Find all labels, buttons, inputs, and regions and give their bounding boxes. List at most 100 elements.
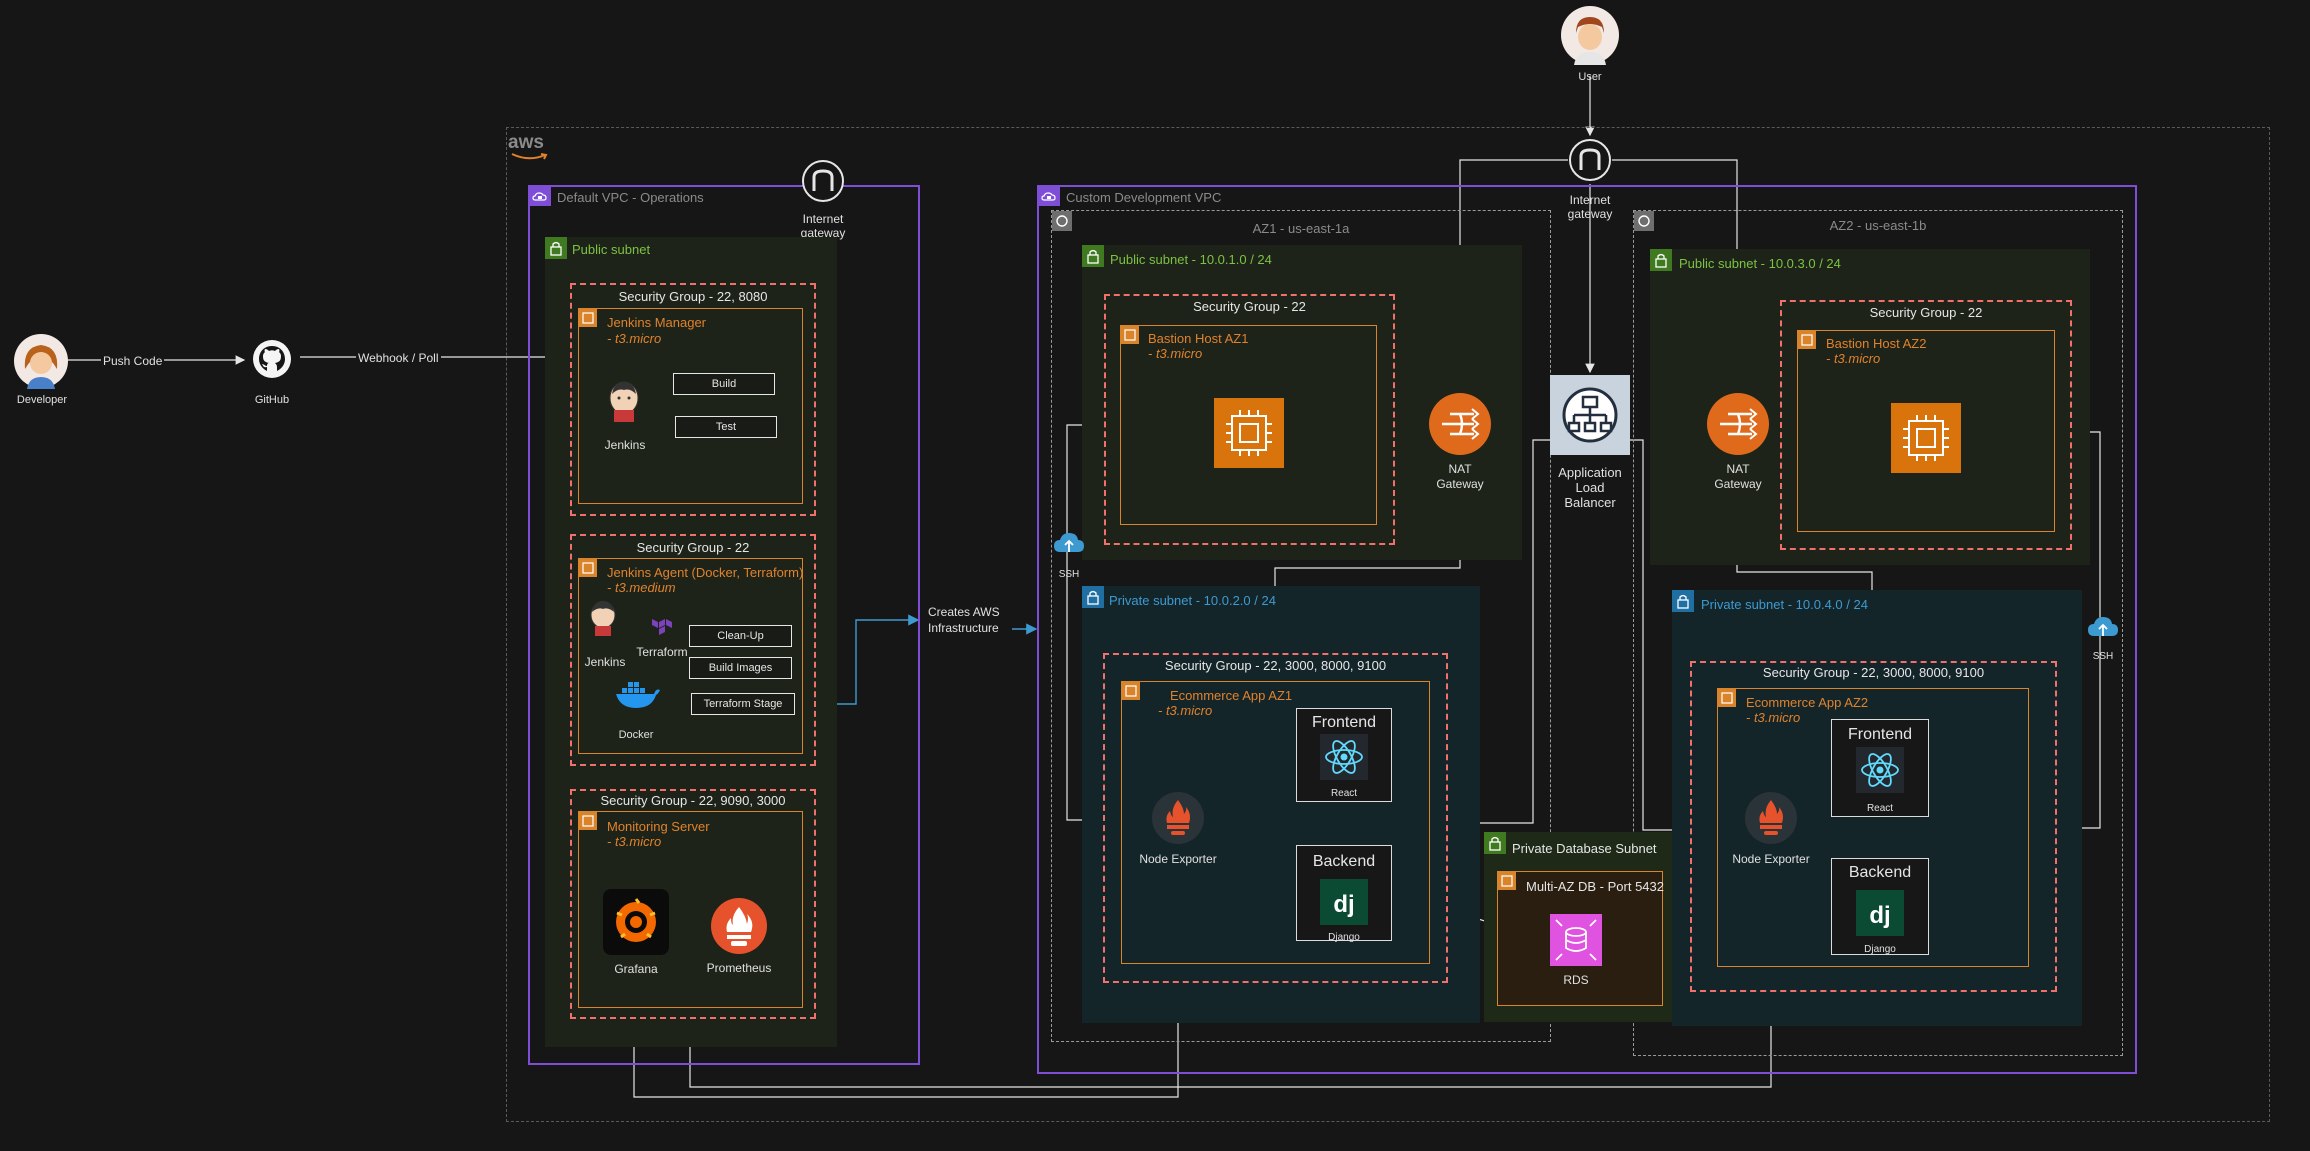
az1-title: AZ1 - us-east-1a (1252, 221, 1350, 236)
rds-label: RDS (1563, 973, 1589, 987)
react-icon (1320, 734, 1368, 785)
grafana-icon (603, 889, 669, 960)
az1-bastion-security-group (1104, 294, 1395, 545)
lock-icon (545, 237, 567, 264)
alb-label-2: Load (1575, 480, 1605, 495)
react-az2-label: React (1866, 803, 1894, 814)
alb-label-1: Application (1558, 465, 1622, 480)
igw-custom-label-1: Internet (1569, 193, 1611, 207)
prometheus-label: Prometheus (706, 961, 772, 975)
react-icon (1856, 747, 1904, 798)
terraform-arrow (818, 614, 920, 705)
lock-icon (1082, 586, 1104, 613)
az1-private-subnet (1082, 586, 1480, 1023)
jenkins-icon (606, 380, 642, 427)
django-az2-label: Django (1864, 944, 1896, 955)
internet-gateway-icon[interactable] (1568, 138, 1612, 187)
custom-development-vpc (1037, 185, 2137, 1074)
security-group-monitoring (570, 789, 816, 1019)
az-pin-icon (1634, 211, 1654, 236)
nat-gateway-icon[interactable] (1428, 392, 1492, 461)
jenkins-manager-name: Jenkins Manager (607, 315, 706, 330)
ecommerce-az2-type: - t3.micro (1746, 710, 1801, 725)
az1-private-subnet-label: Private subnet - 10.0.2.0 / 24 (1109, 593, 1276, 608)
docker-label: Docker (618, 729, 654, 741)
lock-icon (1082, 245, 1104, 272)
vpc-cloud-icon (529, 186, 551, 211)
lock-icon (1672, 590, 1694, 617)
ssh-az1-label: SSH (1058, 569, 1080, 580)
ec2-instance-icon (579, 559, 597, 582)
ec2-instance-icon (1121, 326, 1139, 349)
jenkins-label: Jenkins (604, 438, 646, 452)
webhook-label: Webhook / Poll (356, 351, 441, 365)
application-load-balancer-icon[interactable] (1550, 375, 1630, 460)
ecommerce-app-az1[interactable] (1121, 681, 1430, 964)
build-images-stage-button[interactable]: Build Images (689, 657, 792, 679)
user-label: User (1578, 71, 1602, 83)
internet-gateway-icon[interactable] (801, 159, 845, 208)
github-label: GitHub (254, 394, 290, 406)
ec2-instance-icon (579, 309, 597, 332)
jenkins-agent-instance[interactable] (578, 558, 803, 754)
db-subnet-label: Private Database Subnet (1512, 841, 1657, 856)
security-group-jenkins-manager (570, 283, 816, 516)
az2-box (1633, 210, 2123, 1056)
sg1-title: Security Group - 22, 8080 (618, 289, 768, 304)
bastion-az1-type: - t3.micro (1148, 346, 1203, 361)
terraform-stage-button[interactable]: Terraform Stage (691, 693, 795, 715)
rds-icon (1550, 914, 1602, 971)
az2-private-subnet-label: Private subnet - 10.0.4.0 / 24 (1701, 597, 1868, 612)
frontend-az2-label: Frontend (1847, 726, 1913, 743)
ecommerce-az1-type: - t3.micro (1158, 703, 1213, 718)
ec2-instance-icon (1122, 682, 1140, 705)
az1-box (1051, 210, 1551, 1042)
ecommerce-az1-name: Ecommerce App AZ1 (1170, 688, 1293, 703)
node-exporter-az2-label: Node Exporter (1732, 852, 1810, 866)
test-stage-button[interactable]: Test (675, 416, 777, 438)
lock-icon (1650, 249, 1672, 276)
ec2-chip-icon (1214, 398, 1284, 473)
nat-az1-label-1: NAT (1448, 462, 1472, 476)
ssh-icon[interactable] (1052, 530, 1086, 563)
svg-text:dj: dj (1333, 891, 1354, 918)
az2-app-security-group (1690, 661, 2057, 992)
ecommerce-app-az2[interactable] (1717, 688, 2029, 967)
terraform-icon (651, 616, 673, 645)
django-icon: dj (1856, 890, 1904, 941)
jenkins-agent-name: Jenkins Agent (Docker, Terraform) (607, 565, 804, 580)
ec2-chip-icon (1891, 403, 1961, 478)
nat-gateway-icon[interactable] (1706, 392, 1770, 461)
igw-default-label-2: gateway (800, 226, 846, 240)
ec2-instance-icon (1718, 689, 1736, 712)
igw-default-label-1: Internet (802, 212, 844, 226)
nat-az2-label-1: NAT (1726, 462, 1750, 476)
build-stage-button[interactable]: Build (673, 373, 775, 395)
bastion-az1-name: Bastion Host AZ1 (1148, 331, 1249, 346)
react-az1-label: React (1330, 788, 1358, 799)
bastion-host-az1[interactable] (1120, 325, 1377, 525)
prometheus-icon (711, 898, 767, 959)
alb-app1-arrow (1430, 439, 1550, 828)
az2-public-subnet-label: Public subnet - 10.0.3.0 / 24 (1679, 256, 1841, 271)
cleanup-stage-button[interactable]: Clean-Up (689, 625, 792, 647)
az2-bastion-sg-title: Security Group - 22 (1869, 305, 1983, 320)
monitoring-server-instance[interactable] (578, 811, 803, 1008)
creates-aws-label-2: Infrastructure (928, 621, 999, 635)
sg3-title: Security Group - 22, 9090, 3000 (600, 793, 786, 808)
github-icon[interactable] (252, 339, 292, 384)
ssh-icon[interactable] (2086, 614, 2120, 647)
az1-public-subnet-label: Public subnet - 10.0.1.0 / 24 (1110, 252, 1272, 267)
terraform-label: Terraform (636, 645, 688, 659)
developer-avatar (13, 333, 69, 394)
node-exporter-icon (1743, 790, 1799, 851)
az2-app-sg-title: Security Group - 22, 3000, 8000, 9100 (1762, 665, 1985, 680)
jenkins-manager-instance[interactable] (578, 308, 803, 504)
az1-app-security-group (1103, 653, 1448, 983)
custom-vpc-title: Custom Development VPC (1066, 190, 1222, 205)
creates-aws-label-1: Creates AWS (928, 605, 1000, 619)
bastion-host-az2[interactable] (1797, 330, 2055, 532)
nat-az2-label-2: Gateway (1714, 477, 1762, 491)
az1-app-sg-title: Security Group - 22, 3000, 8000, 9100 (1164, 658, 1387, 673)
developer-label: Developer (16, 394, 68, 406)
